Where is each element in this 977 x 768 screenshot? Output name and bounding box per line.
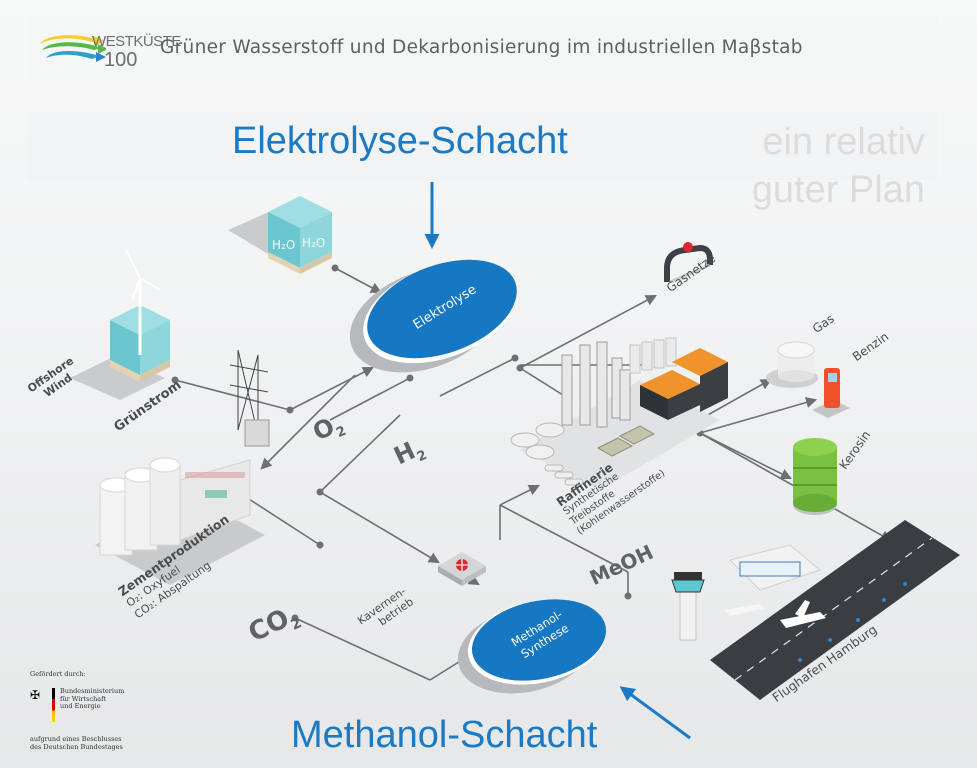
- decision-line-1: aufgrund eines Beschlusses: [30, 735, 122, 743]
- fuel-pump-icon: [812, 368, 850, 418]
- line-h2-from-elektrolyse: [439, 357, 516, 397]
- kavernen-valve-icon: [438, 552, 486, 586]
- caption-methanol-schacht: Methanol-Schacht: [291, 714, 598, 756]
- methanol-synthese-node: [457, 599, 607, 694]
- h2o-label-b: H₂O: [302, 236, 326, 250]
- ministry-name: Bundesministerium für Wirtschaft und Ene…: [60, 687, 140, 711]
- gas-tank-icon: [766, 341, 818, 388]
- ministry-line-3: und Energie: [60, 702, 101, 710]
- line-gruenstrom-to-elektrolyse: [289, 366, 374, 411]
- offshore-wind-icon: [70, 249, 170, 400]
- watermark-line-1: ein relativ: [762, 121, 925, 163]
- elektrolyse-node: [349, 259, 517, 373]
- arrow-up-to-methanol: [619, 686, 691, 740]
- watermark-text: ein relativ guter Plan: [730, 118, 925, 214]
- line-o2-segment: [329, 377, 411, 421]
- airport-icon: [671, 520, 960, 700]
- watermark-line-2: guter Plan: [751, 169, 925, 211]
- refinery-icon: [510, 337, 728, 490]
- funder-heading: Gefördert durch:: [30, 670, 86, 678]
- power-grid-icon: [229, 349, 270, 447]
- water-tank-icon: [228, 196, 332, 274]
- federal-eagle-icon: ✠: [30, 688, 41, 702]
- logo-number: 100: [104, 49, 138, 71]
- decision-line-2: des Deutschen Bundestages: [30, 742, 123, 751]
- ministry-line-1: Bundesministerium: [60, 687, 125, 695]
- line-to-kerosin: [699, 432, 793, 480]
- line-water-to-elektrolyse: [334, 267, 382, 294]
- line-h2-to-gasnetze: [519, 294, 657, 369]
- gas-pipe-icon: [664, 242, 713, 284]
- page-title: Grüner Wasserstoff und Dekarbonisierung …: [160, 37, 803, 58]
- line-h2-down: [319, 414, 401, 493]
- caption-elektrolyse-schacht: Elektrolyse-Schacht: [232, 120, 568, 162]
- line-h2-to-raffinerie: [519, 367, 564, 396]
- logo-name: WESTKÜSTE: [92, 33, 181, 50]
- german-flag-stripe: [52, 688, 55, 722]
- funder-block: Gefördert durch: ✠ Bundesministerium für…: [30, 670, 124, 750]
- line-meoh-to-raffinerie: [499, 504, 629, 573]
- line-o2-to-zement: [260, 374, 356, 470]
- caption-band: [28, 112, 938, 180]
- line-co2-bottom: [294, 617, 431, 681]
- bundestag-decision: aufgrund eines Beschlusses des Deutschen…: [30, 735, 140, 751]
- h2o-label-a: H₂O: [272, 238, 296, 252]
- ministry-line-2: für Wirtschaft: [60, 694, 107, 703]
- line-wind-to-grid: [174, 379, 291, 411]
- kerosin-barrel-icon: [793, 438, 837, 515]
- header-band: [28, 16, 938, 82]
- line-to-benzin: [699, 397, 818, 434]
- westkueste-logo-icon: [40, 35, 106, 62]
- line-meoh-arrow: [499, 484, 541, 506]
- cement-plant-icon: [95, 457, 265, 585]
- line-h2-to-kavernen: [319, 491, 440, 564]
